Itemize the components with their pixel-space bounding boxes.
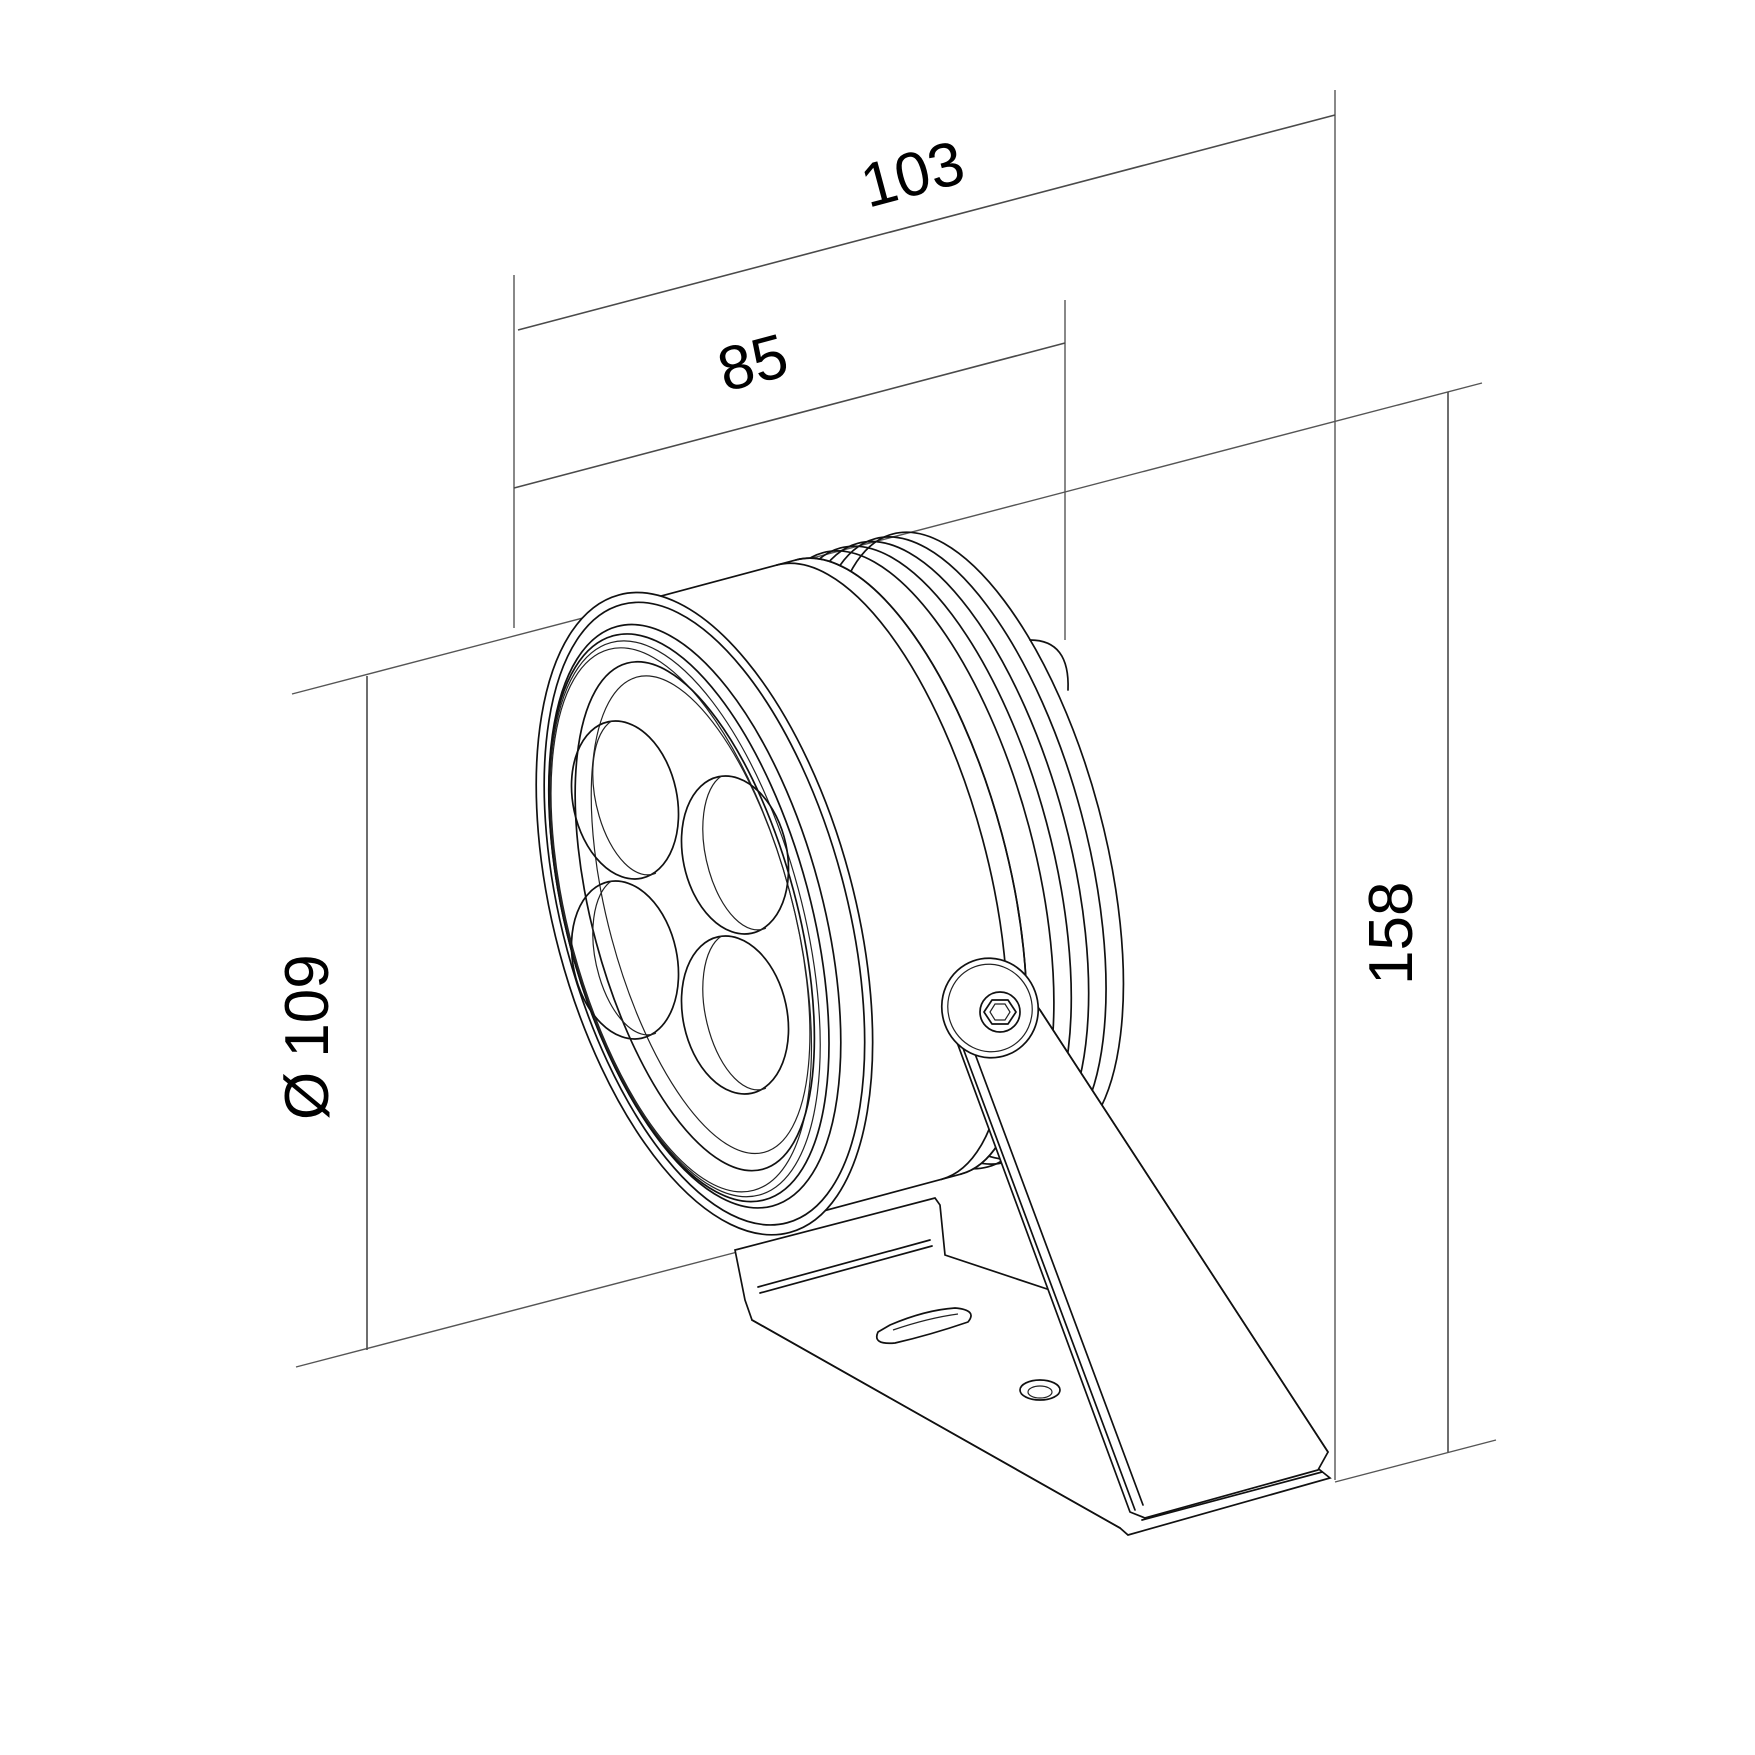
bracket-slot — [875, 1307, 972, 1345]
led-1 — [570, 720, 680, 880]
housing-body — [535, 531, 1125, 1236]
bracket-hole — [1019, 1379, 1061, 1401]
dimension-label-109: Ø109 — [273, 954, 342, 1120]
dimension-label-103: 103 — [854, 128, 972, 221]
dimension-label-85: 85 — [711, 321, 795, 405]
led-4 — [680, 935, 790, 1095]
led-2 — [680, 775, 790, 935]
dimension-158: 158 — [1334, 392, 1497, 1483]
pivot-disk — [940, 957, 1040, 1059]
dimension-diameter-109: Ø109 — [273, 382, 1483, 1368]
mounting-bracket — [734, 957, 1332, 1536]
led-3 — [570, 880, 680, 1040]
diameter-symbol: Ø — [273, 1072, 342, 1120]
dimension-label-158: 158 — [1357, 882, 1426, 985]
hex-socket-screw-icon — [979, 991, 1021, 1033]
led-array — [570, 720, 790, 1095]
rear-cable-gland — [1029, 639, 1069, 691]
